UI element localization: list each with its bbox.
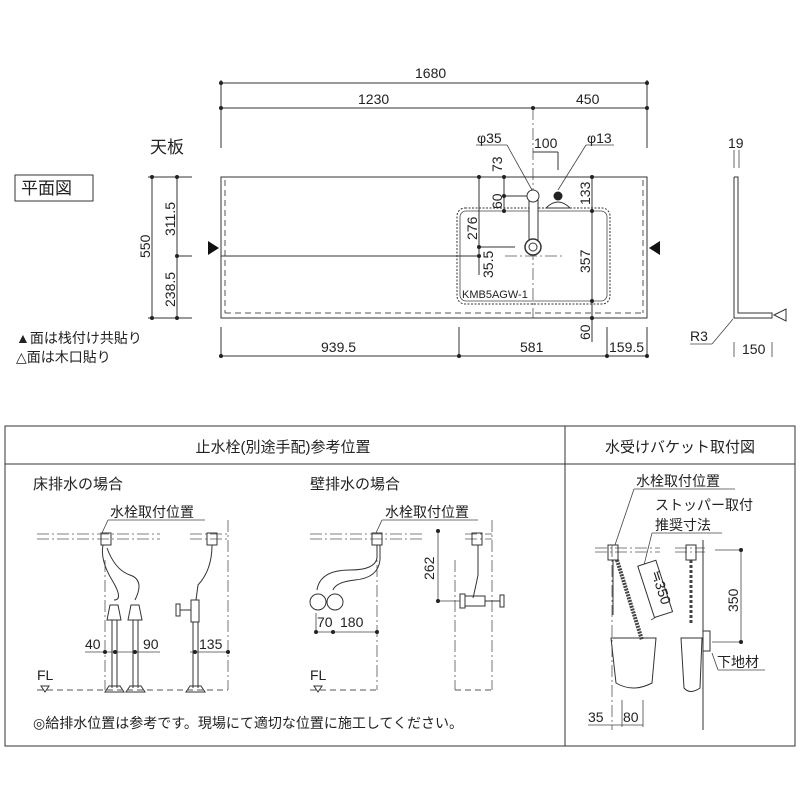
floor-fl-label: FL (37, 667, 54, 683)
dim-311-5: 311.5 (162, 202, 178, 236)
floor-faucet-callout: 水栓取付位置 (110, 504, 194, 520)
dim-r3: R3 (690, 328, 708, 344)
top-dimensions: 1680 1230 450 φ35 100 φ13 (219, 65, 649, 318)
dim-80: 80 (623, 709, 639, 725)
stop-valve-header: 止水栓(別途手配)参考位置 (196, 439, 371, 456)
dim-150: 150 (742, 341, 766, 357)
plan-label: 平面図 (21, 179, 72, 198)
dim-70: 70 (317, 614, 333, 630)
dim-phi13: φ13 (587, 130, 612, 146)
dim-35: 35 (588, 709, 604, 725)
wall-drain-diagram: 壁排水の場合 水栓取付位置 70 180 262 FL (309, 476, 505, 693)
dim-450: 450 (576, 91, 600, 107)
countertop-outline (208, 176, 660, 319)
wall-fl-label: FL (310, 667, 327, 683)
stopper-callout-line2: 推奨寸法 (655, 517, 711, 533)
bucket-front-icon (610, 637, 657, 689)
placement-note: ◎給排水位置は参考です。現場にて適切な位置に施工してください。 (33, 715, 463, 731)
bottom-dimensions: 939.5 581 159.5 (219, 327, 649, 358)
stopper-callout-line1: ストッパー取付 (655, 497, 753, 513)
sink-bowl: KMB5AGW-1 73 60 276 35.5 133 357 60 (456, 156, 611, 342)
dim-1680: 1680 (415, 65, 446, 81)
dim-35-5: 35.5 (480, 251, 496, 278)
dim-939-5: 939.5 (321, 339, 356, 355)
floor-drain-title: 床排水の場合 (33, 476, 123, 493)
dim-581: 581 (520, 339, 544, 355)
bowl-model: KMB5AGW-1 (462, 289, 528, 301)
wall-drain-title: 壁排水の場合 (310, 476, 400, 493)
dim-phi35: φ35 (477, 130, 502, 146)
dim-60-bottom: 60 (577, 324, 593, 340)
dim-100: 100 (534, 135, 558, 151)
valve-handle-icon (326, 593, 344, 611)
faucet-hole-icon (526, 189, 540, 203)
lower-panel: 止水栓(別途手配)参考位置 水受けバケット取付図 床排水の場合 水栓取付位置 (4, 425, 796, 747)
base-material-label: 下地材 (717, 654, 759, 670)
dim-357: 357 (577, 249, 593, 273)
small-hole-icon (553, 191, 563, 201)
dim-73: 73 (489, 156, 505, 172)
dim-350: 350 (725, 588, 741, 612)
dim-159-5: 159.5 (609, 339, 644, 355)
side-section: 19 R3 150 (690, 135, 787, 357)
dim-90: 90 (143, 636, 159, 652)
dim-276: 276 (464, 216, 480, 240)
bucket-diagram: 水栓取付位置 ストッパー取付 推奨寸法 ≒350 350 下地材 (588, 473, 765, 730)
dim-135: 135 (199, 636, 223, 652)
dim-40: 40 (85, 636, 101, 652)
edge-marker-right-icon (649, 241, 660, 255)
valve-handle-icon (309, 593, 327, 611)
floor-drain-diagram: 床排水の場合 水栓取付位置 40 90 135 FL (33, 476, 230, 693)
edge-marker-left-icon (208, 241, 219, 255)
dim-1230: 1230 (358, 91, 389, 107)
left-dimensions: 550 311.5 238.5 (137, 175, 192, 320)
dim-238-5: 238.5 (162, 272, 178, 307)
plan-label-box (14, 174, 94, 202)
dim-60-top: 60 (489, 193, 505, 209)
plan-view: 平面図 天板 1680 1230 450 φ35 100 φ13 (14, 65, 787, 365)
bucket-header: 水受けバケット取付図 (605, 439, 755, 456)
note-hollow-triangle: △面は木口貼り (16, 349, 111, 365)
dim-262: 262 (421, 556, 437, 580)
dim-180: 180 (340, 614, 364, 630)
dim-550: 550 (137, 234, 153, 258)
note-solid-triangle: ▲面は栈付け共貼り (16, 330, 142, 346)
dim-19: 19 (728, 135, 744, 151)
wall-faucet-callout: 水栓取付位置 (385, 504, 469, 520)
countertop-title: 天板 (150, 138, 184, 157)
dim-133: 133 (577, 181, 593, 205)
bucket-faucet-callout: 水栓取付位置 (636, 473, 720, 489)
bucket-side-icon (680, 637, 703, 692)
